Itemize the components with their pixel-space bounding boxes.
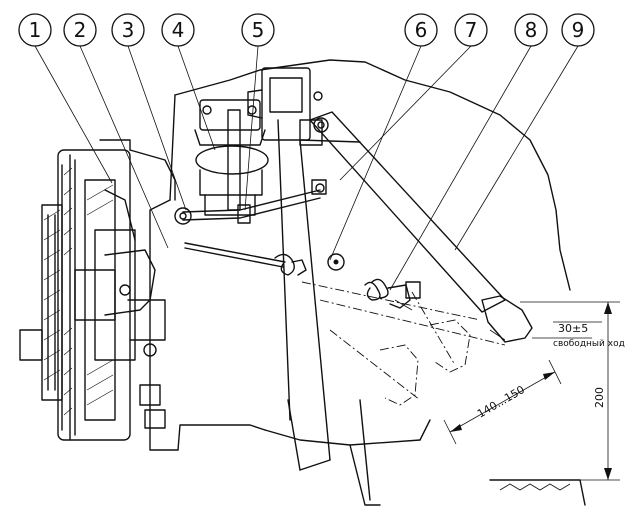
clutch-assembly <box>19 139 176 441</box>
callout-label-4: 4 <box>172 18 185 42</box>
callout-circle-8 <box>514 13 548 47</box>
callout-label-7: 7 <box>465 18 478 42</box>
callout-circle-5 <box>241 13 275 47</box>
callout-circle-7 <box>454 13 488 47</box>
callout-circle-6 <box>404 13 438 47</box>
callout-circle-9 <box>561 13 595 47</box>
height-value: 200 <box>593 387 606 408</box>
pedal-stop <box>327 253 345 271</box>
callout-leader-3 <box>127 45 187 211</box>
callout-leader-6 <box>329 45 422 261</box>
push-rod <box>174 189 321 225</box>
callout-label-5: 5 <box>252 18 265 42</box>
free-play-label: свободный ход <box>553 339 625 349</box>
pedal-swing-positions <box>301 281 506 406</box>
return-spring-rod <box>184 242 307 276</box>
height-dimension: 200 <box>560 302 620 481</box>
return-spring <box>364 278 421 311</box>
callout-circle-1 <box>18 13 52 47</box>
pedal-travel-dimension: 140...150 <box>443 359 562 445</box>
callout-leader-9 <box>454 45 579 251</box>
callout-leader-1 <box>34 45 113 184</box>
callout-circle-4 <box>161 13 195 47</box>
callout-label-6: 6 <box>415 18 428 42</box>
callout-leader-8 <box>389 45 532 291</box>
pedal-bracket <box>247 67 323 146</box>
callout-leader-4 <box>177 45 216 151</box>
callout-label-2: 2 <box>74 18 87 42</box>
section-hatching <box>43 167 114 416</box>
callout-label-3: 3 <box>122 18 135 42</box>
callouts: 1 2 3 4 5 6 7 8 9 <box>18 13 595 291</box>
callout-leader-2 <box>79 45 169 249</box>
clutch-pedal <box>309 111 533 343</box>
pedal-travel-value: 140...150 <box>475 383 527 421</box>
free-play-value: 30±5 <box>558 322 588 335</box>
callout-label-8: 8 <box>525 18 538 42</box>
body-outline <box>149 59 586 506</box>
callout-circle-2 <box>63 13 97 47</box>
callout-label-1: 1 <box>29 18 42 42</box>
callout-circle-3 <box>111 13 145 47</box>
free-play-dimension: 30±5 свободный ход <box>520 301 625 349</box>
callout-label-9: 9 <box>572 18 585 42</box>
callout-leader-5 <box>244 45 259 211</box>
callout-leader-7 <box>339 45 472 181</box>
